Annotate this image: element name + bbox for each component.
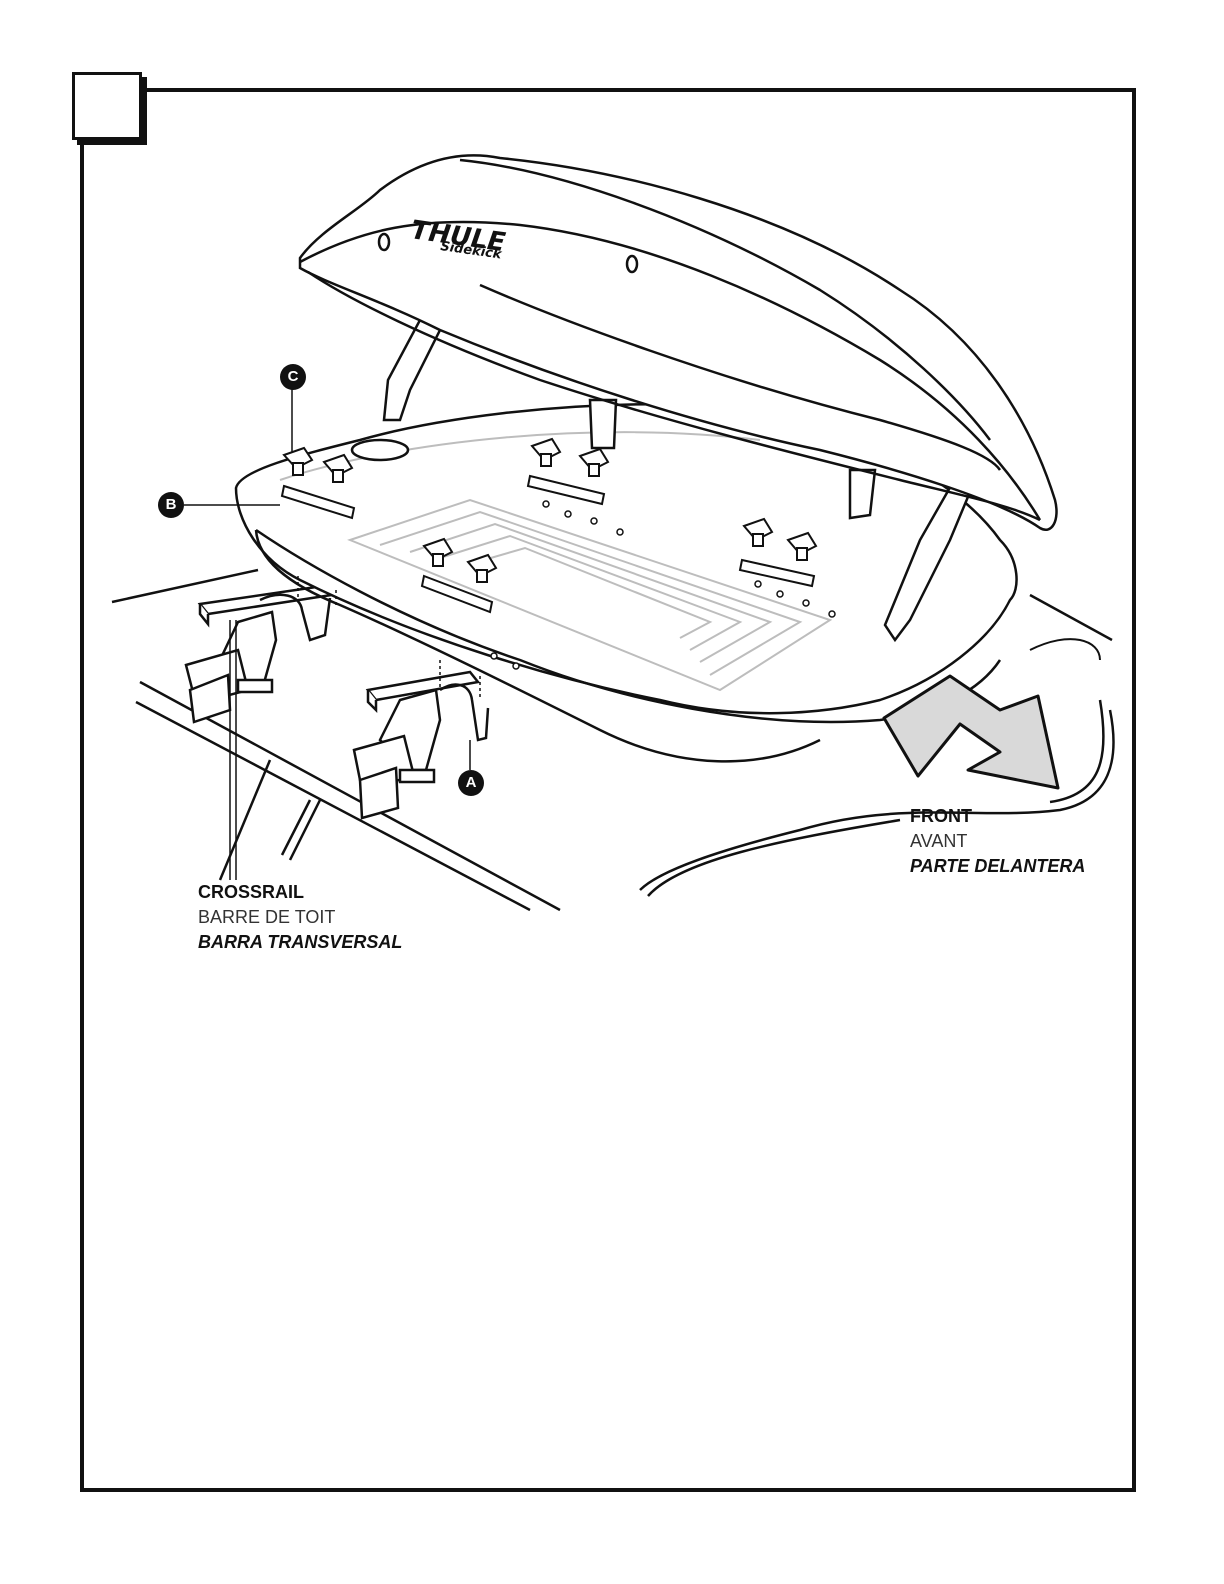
crossrail-front [186, 585, 338, 722]
front-label-fr: AVANT [910, 829, 1085, 854]
front-label: FRONT AVANT PARTE DELANTERA [910, 804, 1085, 879]
front-arrow [884, 676, 1058, 788]
crossrail-label-es: BARRA TRANSVERSAL [198, 930, 402, 955]
callout-c: C [280, 364, 306, 390]
callout-b: B [158, 492, 184, 518]
crossrail-label: CROSSRAIL BARRE DE TOIT BARRA TRANSVERSA… [198, 880, 402, 955]
crossrail-label-fr: BARRE DE TOIT [198, 905, 402, 930]
crossrail-label-en: CROSSRAIL [198, 880, 402, 905]
callout-a: A [458, 770, 484, 796]
crossrail-rear [354, 672, 488, 818]
front-label-en: FRONT [910, 804, 1085, 829]
front-label-es: PARTE DELANTERA [910, 854, 1085, 879]
